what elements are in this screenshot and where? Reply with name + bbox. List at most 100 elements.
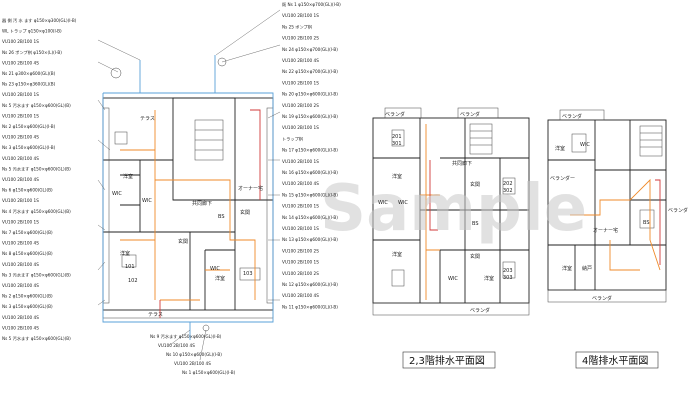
pipe-label-left: VU100 2B/100 1S xyxy=(2,92,39,97)
pipe-label-bottom: Ns 10 φ150×φ600(GL)(I-B) xyxy=(166,352,222,357)
pipe-label-bottom: Ns 1 φ150×φ600(GL)(I-B) xyxy=(182,370,236,375)
pipe-label-left: VU100 2B/100 4S xyxy=(2,283,39,288)
room-label: ベランダ xyxy=(385,111,405,118)
room-label: テラス xyxy=(148,312,163,318)
pipe-label-left: Ns 3 汚水ます φ150×φ600(GL)(B) xyxy=(2,271,71,278)
pipes-4f xyxy=(570,178,661,271)
room-label: 洋室 xyxy=(392,173,402,180)
room-label: オーナー宅 xyxy=(593,227,618,234)
room-label: WIC xyxy=(580,142,590,148)
pipe-label-left: Ns 3 φ150×φ600(GL)(B) xyxy=(2,304,53,309)
room-label: ベランダ xyxy=(460,111,480,118)
pipe-label-left: VU100 2B/100 4S xyxy=(2,60,39,65)
room-label: 101 xyxy=(125,264,135,270)
pipe-label-left: Ns 8 φ150×φ600(GL)(B) xyxy=(2,251,53,256)
watermark-text: Sample xyxy=(320,172,587,246)
pipe-label-left: VU100 2B/100 4S xyxy=(2,315,39,320)
room-label: 102 xyxy=(128,278,138,284)
room-label: 302 xyxy=(503,188,513,194)
leader-lines xyxy=(97,9,281,361)
pipe-label-right: Ns 11 φ150×φ600(GL)(I-B) xyxy=(282,304,338,309)
pipe-label-right: VU100 2B/100 4S xyxy=(282,181,319,186)
room-label: BS xyxy=(218,214,225,220)
pipe-label-right: VU100 2B/100 1S xyxy=(282,13,319,18)
pipe-label-right: Ns 20 φ150×φ600(GL)(I-B) xyxy=(282,92,338,97)
pipe-label-left: Ns 5 汚水ます φ150×φ600(GL)(B) xyxy=(2,102,71,109)
room-label: ベランダ xyxy=(592,295,612,302)
pipe-label-left: VU100 2B/100 4S xyxy=(2,177,39,182)
pipe-label-left: Ns 23 φ150×φ360(GL)(B) xyxy=(2,82,56,87)
pipe-label-left: WL トラップ φ150×φ100(I-B) xyxy=(2,29,62,35)
room-label: 洋室 xyxy=(392,251,402,258)
pipe-label-right: Ns 22 φ150×φ700(GL)(I-B) xyxy=(282,69,338,74)
pipe-label-right: Ns 19 φ150×φ600(GL)(I-B) xyxy=(282,114,338,119)
pipe-label-left: Ns 3 φ150×φ600(GL)(I-B) xyxy=(2,145,56,150)
pipe-label-right: VU100 2B/100 1S xyxy=(282,260,319,265)
pipe-label-bottom: Ns 9 汚水ます φ150×φ600(GL)(I-B) xyxy=(150,333,222,340)
room-label: WIC xyxy=(142,198,152,204)
pipe-label-bottom: VU100 2B/100 4S xyxy=(158,343,195,348)
pipe-label-right: VU100 2B/100 4S xyxy=(282,58,319,63)
room-label: ベランダー xyxy=(550,175,575,182)
pipe-label-left: VU100 2B/100 1S xyxy=(2,39,39,44)
pipe-label-left: Ns 2 φ150×φ600(GL)(B) xyxy=(2,294,53,299)
pipe-label-right: VU100 2B/100 1S xyxy=(282,125,319,130)
pipe-label-right: Ns 12 φ150×φ600(GL)(I-B) xyxy=(282,282,338,287)
pipe-label-right: Ns 14 φ150×φ600(GL)(I-B) xyxy=(282,215,338,220)
room-label: 玄関 xyxy=(470,253,480,260)
pipe-label-right: Ns 16 φ150×φ600(GL)(I-B) xyxy=(282,170,338,175)
room-label: テラス xyxy=(140,116,155,122)
pipe-label-right: VU100 2B/100 2S xyxy=(282,36,319,41)
pipe-label-left: Ns 21 φ300×φ600(GL)(B) xyxy=(2,71,56,76)
room-label: 共同廊下 xyxy=(452,160,472,167)
manhole-icon xyxy=(217,57,227,67)
pipe-label-right: Ns 15 φ150×φ600(GL)(I-B) xyxy=(282,192,338,197)
room-label: BS xyxy=(472,221,479,227)
room-label: 洋室 xyxy=(120,250,130,257)
pipe-label-left: VU100 2B/100 1S xyxy=(2,219,39,224)
pipe-label-right: VU100 2B/100 1S xyxy=(282,159,319,164)
room-label: WIC xyxy=(210,266,220,272)
pipe-label-left: VU100 2B/100 4S xyxy=(2,325,39,330)
room-label: BS xyxy=(643,220,650,226)
room-label: 洋室 xyxy=(215,275,225,282)
pipe-label-right: VU100 2B/100 4S xyxy=(282,293,319,298)
room-label: 洋室 xyxy=(484,275,494,282)
pipe-label-right: トラップ桝 xyxy=(282,135,303,142)
pipe-label-left: Ns 5 汚水ます φ150×φ600(GL)(B) xyxy=(2,335,71,342)
room-label: 納戸 xyxy=(582,265,592,272)
caption-floor4: 4階排水平面図 xyxy=(582,354,648,367)
pipe-label-left: Ns 4 汚水ます φ150×φ600(GL)(B) xyxy=(2,208,71,215)
room-label: 共同廊下 xyxy=(192,200,212,207)
pipe-label-right: VU100 2B/100 1S xyxy=(282,204,319,209)
room-label: 洋室 xyxy=(555,145,565,152)
pipe-label-bottom: VU100 2B/100 4S xyxy=(174,361,211,366)
pipes-1f xyxy=(102,55,274,340)
room-label: ベランダ xyxy=(562,113,582,120)
room-label: ベランダ xyxy=(470,307,490,314)
pipe-label-right: Ns 25 ポンプ桝 xyxy=(282,23,312,30)
pipe-label-right: VU100 2B/100 2S xyxy=(282,103,319,108)
pipe-label-right: VU100 2B/100 1S xyxy=(282,80,319,85)
room-label: 203 xyxy=(503,268,513,274)
room-label: 洋室 xyxy=(123,173,133,180)
room-label: ベランダ xyxy=(668,207,688,214)
pipe-label-right: Ns 24 φ150×φ700(GL)(I-B) xyxy=(282,47,338,52)
plan-4f xyxy=(547,109,667,303)
pipe-label-left: Ns 7 φ150×φ600(GL)(B) xyxy=(2,230,53,235)
plan-2-3f xyxy=(372,107,530,316)
pipe-label-left: VU100 2B/100 4S xyxy=(2,262,39,267)
caption-floor23: 2,3階排水平面図 xyxy=(409,354,485,367)
room-label: 103 xyxy=(243,271,253,277)
pipe-label-left: VU100 2B/100 4S xyxy=(2,241,39,246)
room-label: 洋室 xyxy=(562,265,572,272)
pipe-label-right: 既 Ns 1 φ150×φ700(GL)(I-B) xyxy=(282,2,341,8)
pipe-label-right: Ns 13 φ150×φ600(GL)(I-B) xyxy=(282,237,338,242)
pipe-label-right: VU100 2B/100 1S xyxy=(282,226,319,231)
room-label: 玄関 xyxy=(240,209,250,216)
room-label: WIC xyxy=(448,276,458,282)
